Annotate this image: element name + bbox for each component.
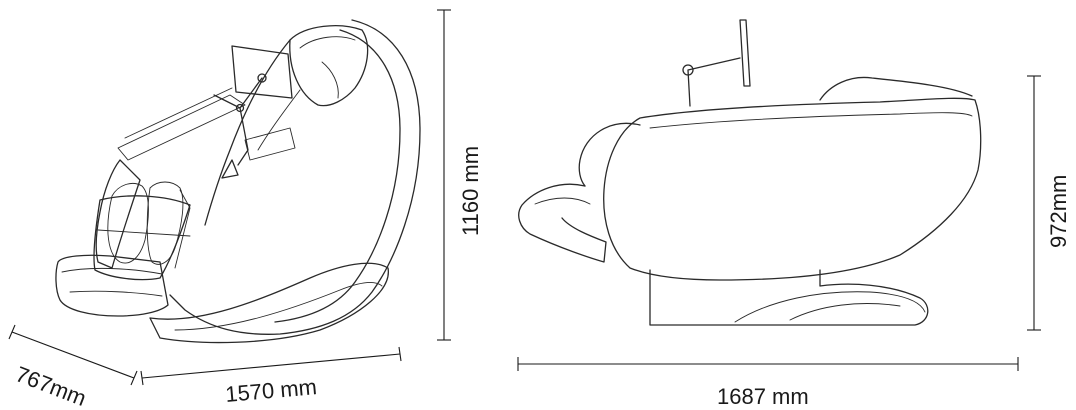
chair-tablet: [231, 45, 293, 99]
chair-footrest: [518, 183, 607, 263]
chair-back-cushion: [819, 76, 973, 101]
front-width-label: 1570 mm: [224, 374, 318, 407]
chair-back-surface: [204, 39, 291, 226]
chair-tablet: [739, 19, 751, 87]
side-length-label: 1687 mm: [717, 384, 809, 409]
chair-footrest: [55, 254, 169, 317]
chair-side-view: [518, 19, 982, 326]
chair-body: [603, 97, 982, 281]
front-height-label: 1160 mm: [458, 146, 483, 236]
chair-leg-rest: [578, 122, 641, 187]
chair-base: [149, 262, 389, 344]
front-depth-label: 767mm: [12, 361, 89, 410]
side-dimension-lines: [517, 75, 1041, 371]
chair-headrest: [289, 25, 369, 107]
front-dimension-lines: [8, 9, 451, 386]
chair-tablet-arm: [687, 57, 741, 107]
chair-inner-shell: [274, 29, 401, 323]
chair-base: [649, 269, 929, 326]
chair-leg-rest: [93, 195, 191, 281]
chair-outer-shell: [169, 19, 421, 335]
chair-armrest: [95, 159, 141, 269]
chair-three-quarter-view: [55, 19, 421, 344]
side-height-label: 972mm: [1046, 175, 1071, 248]
